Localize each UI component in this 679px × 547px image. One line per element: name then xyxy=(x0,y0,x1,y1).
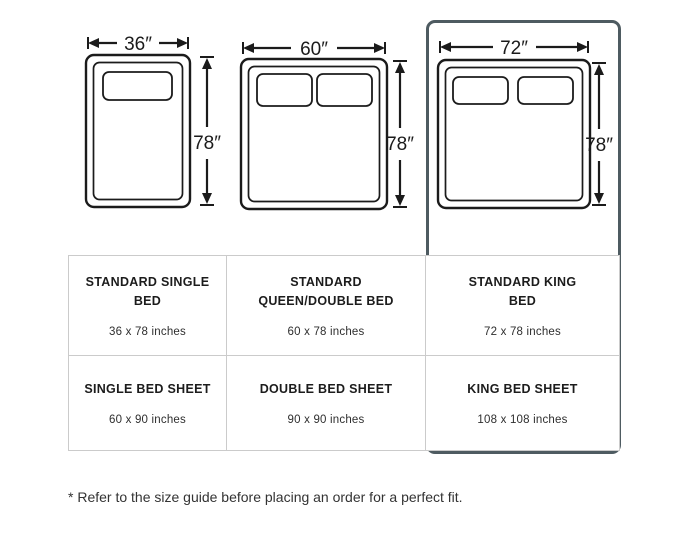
king-bed-diagram: 72″ 78″ xyxy=(436,38,613,210)
queen-double-bed-diagram: 60″ 78″ xyxy=(239,39,414,211)
width-arrow: 60″ xyxy=(242,39,386,60)
bed-outline xyxy=(84,53,192,209)
height-label: 78″ xyxy=(386,134,414,155)
sheet-dimensions: 60 x 90 inches xyxy=(109,414,186,427)
table-cell-standard-single-bed: STANDARD SINGLE BED 36 x 78 inches xyxy=(69,256,227,356)
sheet-name: SINGLE BED SHEET xyxy=(84,381,211,396)
footnote: * Refer to the size guide before placing… xyxy=(68,489,463,505)
width-label: 36″ xyxy=(124,34,152,55)
bed-outline xyxy=(239,57,389,211)
table-cell-double-bed-sheet: DOUBLE BED SHEET 90 x 90 inches xyxy=(227,356,426,450)
width-arrow: 72″ xyxy=(439,38,589,59)
table-cell-standard-king-bed: STANDARD KING BED 72 x 78 inches xyxy=(426,256,619,356)
bed-dimensions: 60 x 78 inches xyxy=(287,326,365,339)
table-cell-king-bed-sheet: KING BED SHEET 108 x 108 inches xyxy=(426,356,619,450)
bed-name: STANDARD SINGLE BED xyxy=(85,274,210,308)
sheet-dimensions: 90 x 90 inches xyxy=(287,414,365,427)
height-label: 78″ xyxy=(193,133,221,154)
bed-dimensions: 36 x 78 inches xyxy=(109,326,186,339)
sheet-name: DOUBLE BED SHEET xyxy=(259,381,393,396)
width-label: 72″ xyxy=(500,38,528,59)
height-arrow: 78″ xyxy=(193,56,221,206)
sheet-dimensions: 108 x 108 inches xyxy=(477,414,568,427)
height-label: 78″ xyxy=(585,135,613,156)
bed-name: STANDARD QUEEN/DOUBLE BED xyxy=(258,274,394,308)
pillow-icon xyxy=(102,71,173,101)
bed-name: STANDARD KING BED xyxy=(468,274,577,308)
width-label: 60″ xyxy=(300,39,328,60)
bed-dimensions: 72 x 78 inches xyxy=(484,326,561,339)
pillow-icon xyxy=(316,73,373,107)
height-arrow: 78″ xyxy=(386,60,414,208)
table-cell-single-bed-sheet: SINGLE BED SHEET 60 x 90 inches xyxy=(69,356,227,450)
sheet-name: KING BED SHEET xyxy=(467,381,578,396)
size-table: STANDARD SINGLE BED 36 x 78 inches STAND… xyxy=(68,255,620,451)
pillow-icon xyxy=(256,73,313,107)
width-arrow: 36″ xyxy=(87,34,189,55)
height-arrow: 78″ xyxy=(585,62,613,206)
pillow-icon xyxy=(517,76,574,105)
pillow-icon xyxy=(452,76,509,105)
bed-outline xyxy=(436,58,592,210)
table-cell-standard-queen-double-bed: STANDARD QUEEN/DOUBLE BED 60 x 78 inches xyxy=(227,256,426,356)
single-bed-diagram: 36″ 78″ xyxy=(84,34,221,209)
